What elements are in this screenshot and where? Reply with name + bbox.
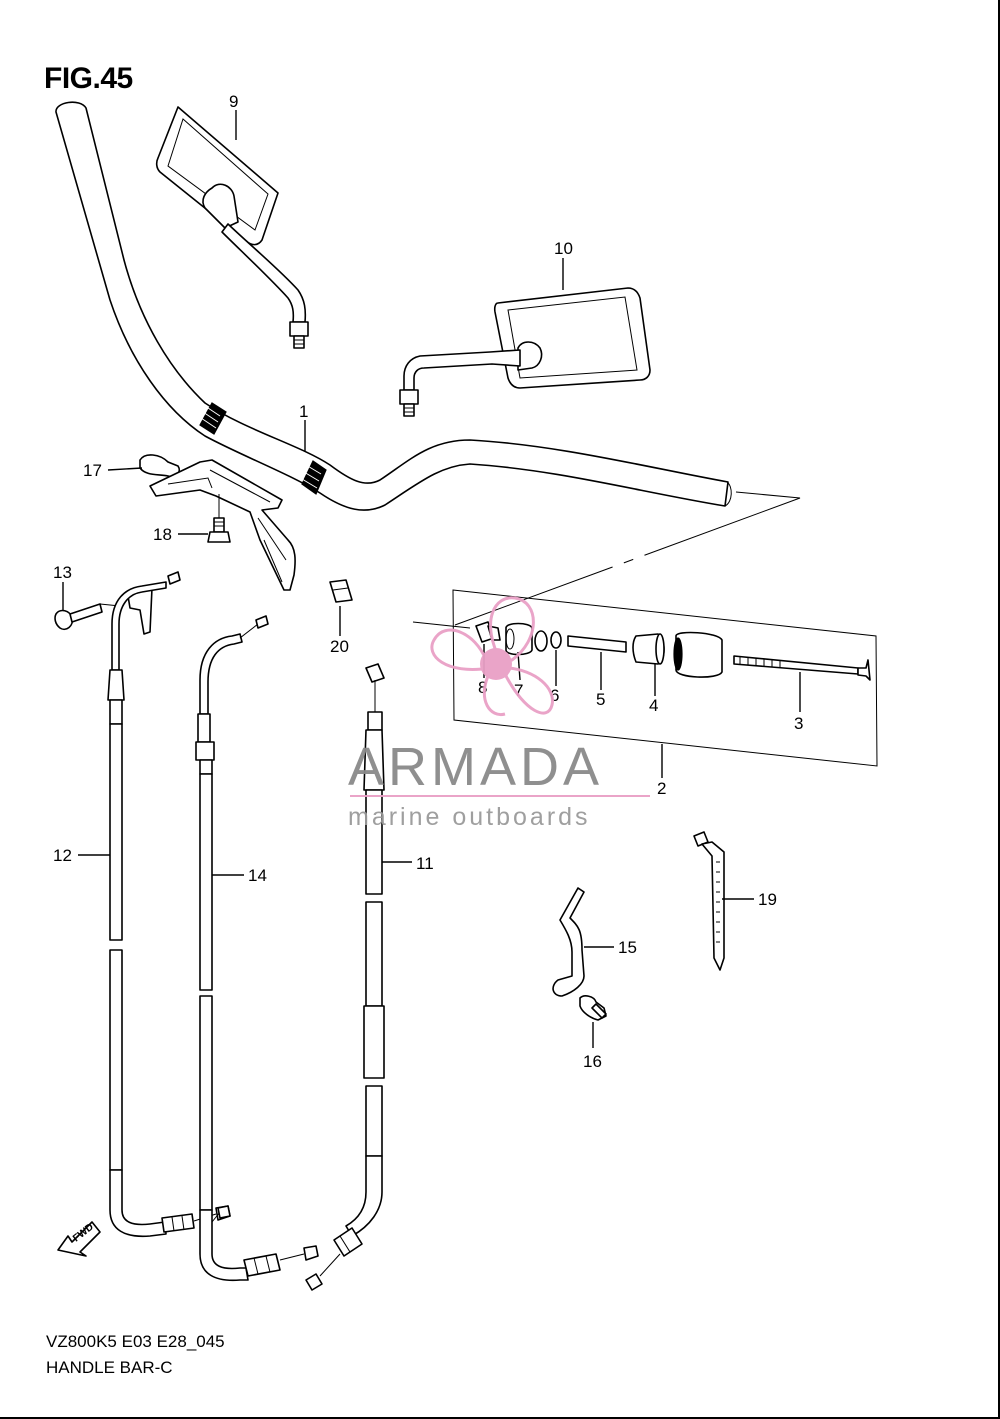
- part-label-19: 19: [758, 890, 777, 909]
- guide-15[interactable]: [552, 887, 585, 997]
- propeller-hub-icon: [480, 648, 512, 680]
- long-bolt-3[interactable]: [673, 631, 871, 681]
- leader-lines: [62, 110, 801, 1048]
- bolt-18[interactable]: [207, 494, 231, 543]
- part-label-18: 18: [153, 525, 172, 544]
- part-label-15: 15: [618, 938, 637, 957]
- handlebar[interactable]: [55, 101, 732, 511]
- part-label-1: 1: [299, 402, 308, 421]
- handlebar-knurling-left: [199, 402, 227, 435]
- clip-20[interactable]: [329, 579, 353, 603]
- watermark-brand: ARMADA: [348, 737, 603, 797]
- mirror-left[interactable]: [155, 106, 309, 349]
- part-label-13: 13: [53, 563, 72, 582]
- clutch-cable-11[interactable]: [305, 663, 385, 1291]
- part-numbers: 9 10 1 17 18 13 20 8 7 6 5 4 3 2 12 14 1…: [53, 92, 803, 1071]
- figure-caption: HANDLE BAR-C: [46, 1358, 173, 1377]
- collar-4[interactable]: [632, 633, 665, 665]
- part-label-17: 17: [83, 461, 102, 480]
- spacer-tube-5[interactable]: [567, 635, 627, 653]
- part-label-5: 5: [596, 690, 605, 709]
- watermark: ARMADA marine outboards: [348, 596, 650, 831]
- cable-guide-clamp[interactable]: [139, 454, 296, 591]
- part-label-16: 16: [583, 1052, 602, 1071]
- part-label-12: 12: [53, 846, 72, 865]
- washer-6[interactable]: [534, 630, 562, 652]
- part-label-7: 7: [514, 681, 523, 700]
- throttle-cable-14[interactable]: [195, 615, 319, 1282]
- part-label-9: 9: [229, 92, 238, 111]
- figure-title: FIG.45: [44, 62, 133, 95]
- part-label-10: 10: [554, 239, 573, 258]
- bar-end-assembly-box[interactable]: [452, 589, 878, 767]
- part-label-14: 14: [248, 866, 267, 885]
- part-label-8: 8: [478, 678, 487, 697]
- bolt-16[interactable]: [579, 995, 607, 1021]
- cable-tie-19[interactable]: [693, 831, 725, 971]
- part-label-20: 20: [330, 637, 349, 656]
- bar-end-bolt-8[interactable]: [475, 621, 501, 643]
- part-label-11: 11: [416, 854, 434, 873]
- part-label-4: 4: [649, 696, 658, 715]
- part-label-6: 6: [550, 686, 559, 705]
- mirror-right[interactable]: [399, 287, 651, 417]
- propeller-logo-icon: [430, 596, 554, 716]
- fwd-arrow-icon: FWD: [57, 1221, 101, 1257]
- watermark-tagline: marine outboards: [348, 803, 591, 831]
- handlebar-knurling-right: [301, 460, 327, 495]
- model-code: VZ800K5 E03 E28_045: [46, 1332, 225, 1351]
- screw-13[interactable]: [54, 603, 121, 631]
- part-label-2: 2: [657, 779, 666, 798]
- part-label-3: 3: [794, 714, 803, 733]
